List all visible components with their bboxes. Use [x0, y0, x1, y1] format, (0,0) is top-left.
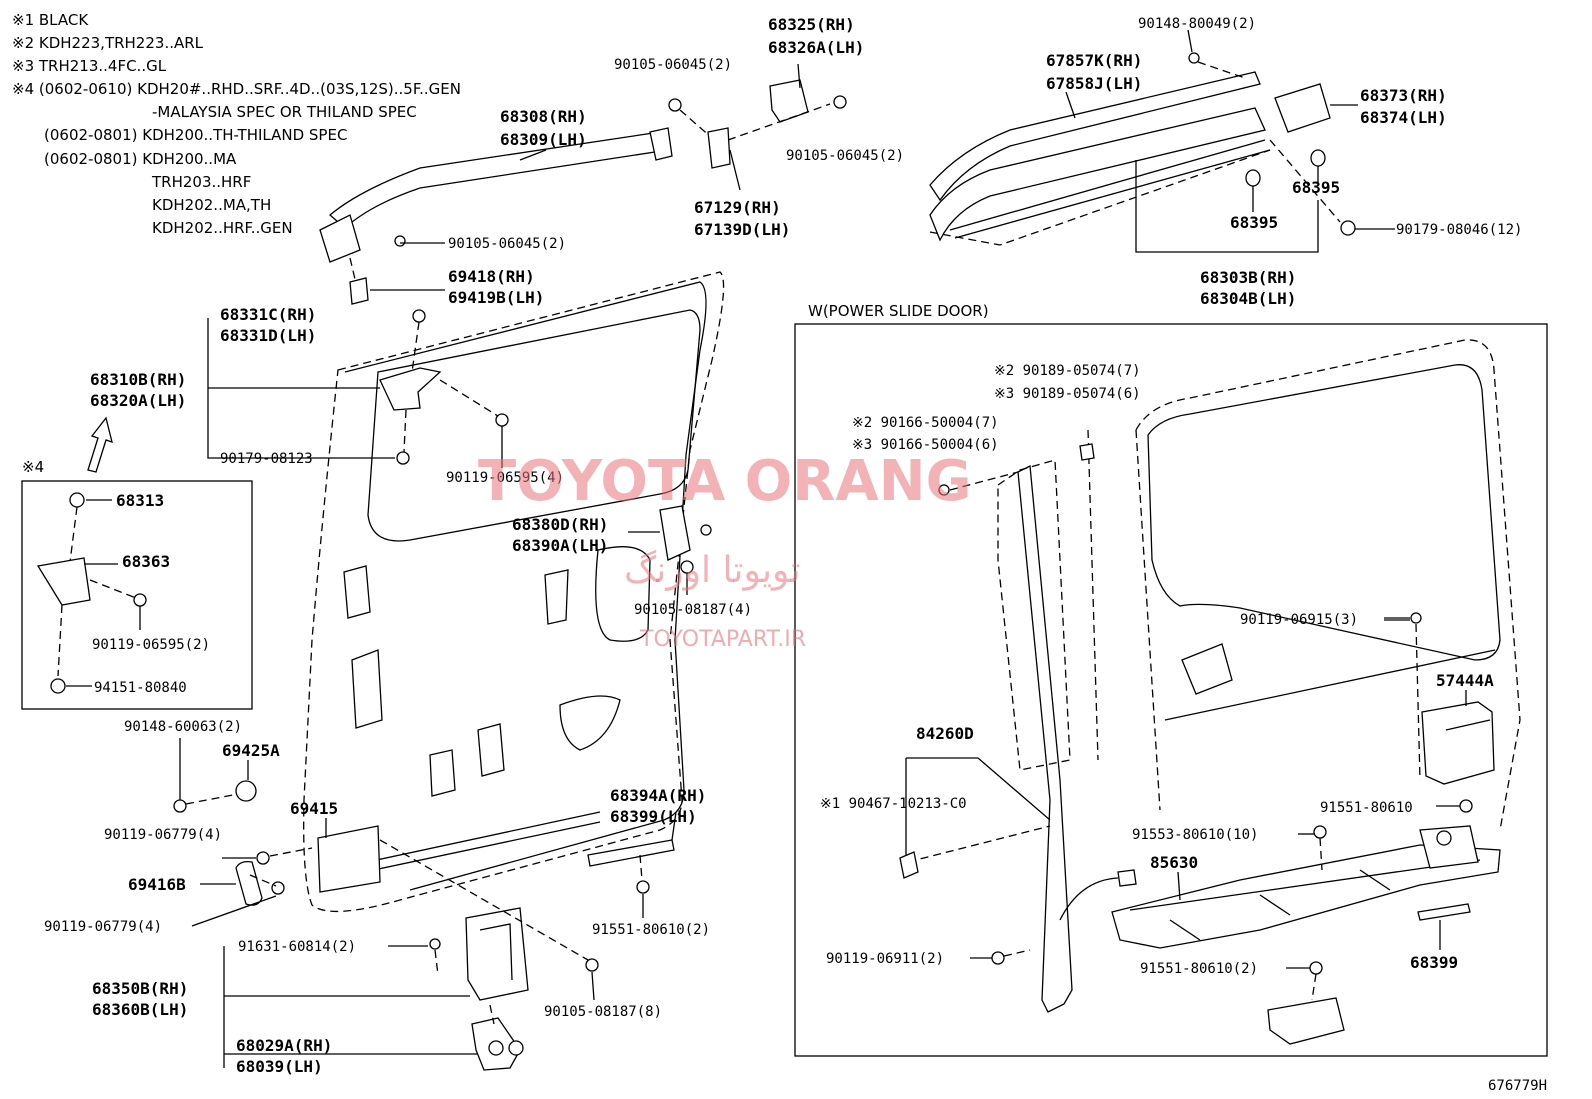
label-90148-80049: 90148-80049(2) — [1138, 16, 1256, 32]
label-68390: 68390A(LH) — [512, 536, 608, 555]
left-inset — [21, 480, 253, 710]
lock-parts — [668, 79, 847, 169]
label-67857: 67857K(RH) — [1046, 51, 1142, 70]
label-68313: 68313 — [116, 491, 164, 510]
roof-rail-part — [929, 52, 1356, 246]
label-68395-a: 68395 — [1292, 178, 1340, 197]
lower-hinge-part — [379, 839, 599, 1071]
label-90105-06045-top: 90105-06045(2) — [614, 57, 732, 73]
label-91551-80610-c: 91551-80610(2) — [1140, 961, 1258, 977]
left-fasteners — [173, 780, 313, 906]
label-69419: 69419B(LH) — [448, 288, 544, 307]
label-85630: 85630 — [1150, 853, 1198, 872]
label-68325: 68325(RH) — [768, 15, 855, 34]
note-10: KDH202..HRF..GEN — [152, 219, 293, 237]
label-67858: 67858J(LH) — [1046, 74, 1142, 93]
label-90189-05074-6: ※3 90189-05074(6) — [994, 386, 1141, 402]
label-57444: 57444A — [1436, 671, 1494, 690]
inset-mark: ※4 — [22, 458, 44, 476]
label-68394: 68394A(RH) — [610, 786, 706, 805]
note-9: KDH202..MA,TH — [152, 196, 271, 214]
note-3: ※3 TRH213..4FC..GL — [12, 57, 167, 75]
label-68374: 68374(LH) — [1360, 108, 1447, 127]
label-91631-60814: 91631-60814(2) — [238, 939, 356, 955]
power-slide-door-inset: W(POWER SLIDE DOOR) — [794, 302, 1548, 1057]
upper-rail-part — [319, 127, 673, 305]
leader-lines — [66, 29, 1467, 1068]
label-68304: 68304B(LH) — [1200, 289, 1296, 308]
label-68380: 68380D(RH) — [512, 515, 608, 534]
label-90105-06045-left: 90105-06045(2) — [448, 236, 566, 252]
label-90105-06045-right: 90105-06045(2) — [786, 148, 904, 164]
watermark-brand: TOYOTA ORANG — [478, 449, 972, 514]
label-90119-06915: 90119-06915(3) — [1240, 612, 1358, 628]
label-68399: 68399 — [1410, 953, 1458, 972]
watermark: TOYOTA ORANG تویوتا اورنگ TOYOTAPART.IR — [478, 449, 972, 652]
slide-door-outline — [303, 271, 725, 913]
label-91551-80610-b: 91551-80610 — [1320, 800, 1413, 816]
diagram-id: 676779H — [1488, 1078, 1547, 1094]
label-69425: 69425A — [222, 741, 280, 760]
label-69416: 69416B — [128, 875, 186, 894]
label-90119-06595-a: 90119-06595(4) — [446, 470, 564, 486]
label-84260: 84260D — [916, 724, 974, 743]
label-68039: 68039(LH) — [236, 1057, 323, 1076]
part-labels: 68325(RH) 68326A(LH) 90105-06045(2) 9010… — [44, 15, 1547, 1094]
label-90189-05074-7: ※2 90189-05074(7) — [994, 363, 1141, 379]
note-2: ※2 KDH223,TRH223..ARL — [12, 34, 204, 52]
label-90179-08123: 90179-08123 — [220, 451, 313, 467]
inset-title: W(POWER SLIDE DOOR) — [808, 302, 989, 320]
label-90166-50004-6: ※3 90166-50004(6) — [852, 437, 999, 453]
label-68350: 68350B(RH) — [92, 979, 188, 998]
label-69415: 69415 — [290, 799, 338, 818]
label-69418: 69418(RH) — [448, 267, 535, 286]
label-68363: 68363 — [122, 552, 170, 571]
note-6: (0602-0801) KDH200..TH-THILAND SPEC — [44, 126, 347, 144]
center-roller-2-part — [659, 505, 712, 574]
notes-block: ※1 BLACK ※2 KDH223,TRH223..ARL ※3 TRH213… — [12, 11, 461, 237]
lower-rail-part — [587, 839, 675, 894]
note-7: (0602-0801) KDH200..MA — [44, 150, 237, 168]
label-68331c: 68331C(RH) — [220, 305, 316, 324]
label-68308: 68308(RH) — [500, 107, 587, 126]
label-68309: 68309(LH) — [500, 130, 587, 149]
watermark-persian: تویوتا اورنگ — [624, 549, 801, 591]
label-68029: 68029A(RH) — [236, 1036, 332, 1055]
label-68360: 68360B(LH) — [92, 1000, 188, 1019]
label-90119-06911: 90119-06911(2) — [826, 951, 944, 967]
label-90179-08046: 90179-08046(12) — [1396, 222, 1522, 238]
label-68303: 68303B(RH) — [1200, 268, 1296, 287]
label-90119-06595-b: 90119-06595(2) — [92, 637, 210, 653]
label-90148-60063: 90148-60063(2) — [124, 719, 242, 735]
label-90119-06779-b: 90119-06779(4) — [44, 919, 162, 935]
label-68326: 68326A(LH) — [768, 38, 864, 57]
note-5: -MALAYSIA SPEC OR THILAND SPEC — [152, 103, 417, 121]
label-67139: 67139D(LH) — [694, 220, 790, 239]
label-68320: 68320A(LH) — [90, 391, 186, 410]
label-91553-80610: 91553-80610(10) — [1132, 827, 1258, 843]
label-68395-b: 68395 — [1230, 213, 1278, 232]
watermark-site: TOYOTAPART.IR — [639, 627, 806, 652]
label-67129: 67129(RH) — [694, 198, 781, 217]
label-68310: 68310B(RH) — [90, 370, 186, 389]
label-68373: 68373(RH) — [1360, 86, 1447, 105]
label-90166-50004-7: ※2 90166-50004(7) — [852, 415, 999, 431]
label-90119-06779-a: 90119-06779(4) — [104, 827, 222, 843]
label-68399-lh: 68399(LH) — [610, 807, 697, 826]
label-91551-80610-a: 91551-80610(2) — [592, 922, 710, 938]
label-68331d: 68331D(LH) — [220, 326, 316, 345]
note-8: TRH203..HRF — [151, 173, 251, 191]
label-90467: ※1 90467-10213-C0 — [820, 796, 967, 812]
label-94151-80840: 94151-80840 — [94, 680, 187, 696]
inset-arrow: ※4 — [22, 416, 113, 476]
center-roller-part — [379, 309, 509, 465]
note-4: ※4 (0602-0610) KDH20#..RHD..SRF..4D..(03… — [12, 80, 461, 98]
label-90105-08187-b: 90105-08187(8) — [544, 1004, 662, 1020]
label-90105-08187-a: 90105-08187(4) — [634, 602, 752, 618]
note-1: ※1 BLACK — [12, 11, 89, 29]
